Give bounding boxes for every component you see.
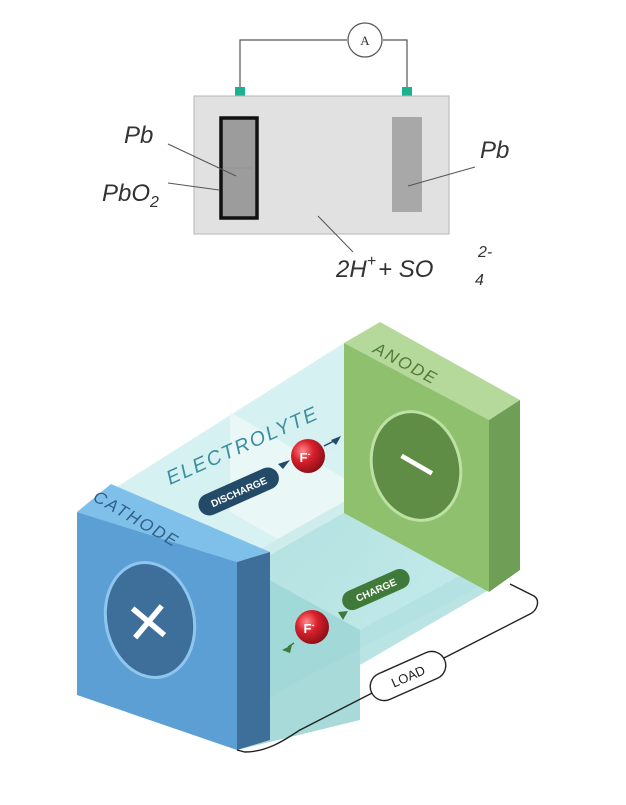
label-pb-right: Pb	[480, 137, 509, 164]
discharge-arrow	[278, 460, 290, 469]
cathode-top	[77, 484, 270, 562]
cathode-disc	[103, 561, 197, 679]
anode-side	[489, 400, 520, 592]
ammeter-symbol: A	[360, 33, 370, 48]
svg-text:F-: F-	[300, 449, 311, 465]
fluoride-ion-lower: F-	[295, 610, 329, 644]
label-so4-subscript: 4	[475, 272, 484, 289]
lead-cell-diagram: A Pb PbO2 Pb 2H++ SO 4 2-	[102, 22, 509, 289]
anode-top	[344, 322, 520, 420]
label-so4-charge: 2-	[477, 244, 492, 261]
battery-diagram: − ANODE + CATHODE ELECTROLYTE DISCHARGE …	[77, 322, 539, 753]
circuit-wire-left	[239, 39, 347, 93]
ion-arrow-lower	[282, 645, 292, 653]
cathode-side	[237, 552, 270, 750]
ion-arrow-upper	[331, 436, 341, 445]
charge-arrow	[338, 611, 348, 620]
fluoride-ion-upper: F-	[291, 439, 325, 473]
label-pbo2: PbO2	[102, 180, 159, 211]
label-pb-left: Pb	[124, 122, 153, 149]
label-electrolyte-ions: 2H++ SO	[335, 253, 433, 283]
circuit-wire-right	[383, 39, 408, 93]
ammeter: A	[347, 22, 383, 58]
anode-disc	[369, 410, 463, 522]
terminal-left	[235, 87, 245, 99]
load-indicator: LOAD	[369, 650, 447, 702]
terminal-right	[402, 87, 412, 99]
load-wire	[236, 583, 539, 753]
svg-text:F-: F-	[304, 620, 315, 636]
electrode-right	[392, 117, 422, 212]
